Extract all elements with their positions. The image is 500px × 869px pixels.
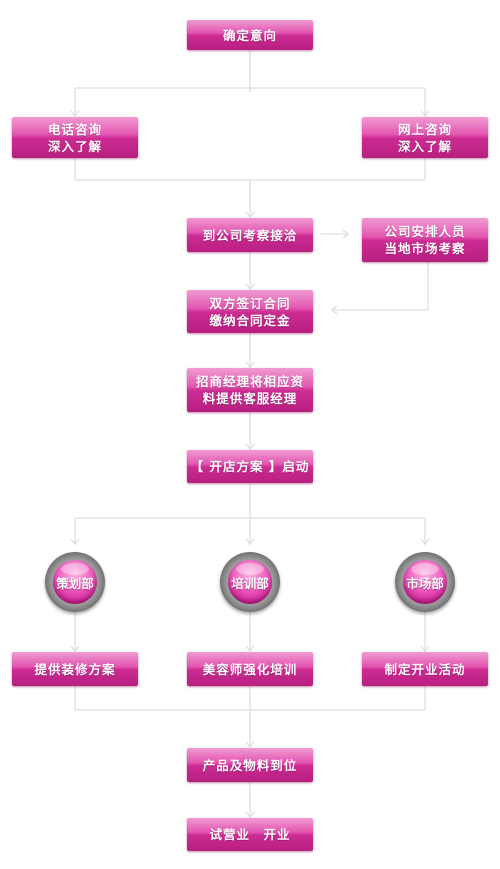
- node-line: 招商经理将相应资: [195, 374, 304, 389]
- node-visit-company: 到公司考察接洽: [187, 218, 313, 252]
- node-line: 美容师强化培训: [202, 661, 298, 677]
- node-line: 制定开业活动: [384, 661, 466, 677]
- planning-dept-ball: 策划部: [45, 552, 105, 612]
- node-line: 到公司考察接洽: [202, 227, 298, 243]
- node-trial-opening: 试营业 开业: [187, 818, 313, 851]
- node-line: 料提供客服经理: [202, 391, 298, 406]
- node-line: 当地市场考察: [384, 241, 466, 256]
- node-line: 网上咨询: [397, 121, 452, 137]
- ball-highlight: [61, 563, 89, 575]
- node-sign-contract: 双方签订合同 缴纳合同定金: [187, 290, 313, 333]
- node-line: 电话咨询: [47, 121, 102, 137]
- node-opening-activity: 制定开业活动: [362, 652, 488, 686]
- marketing-dept-label: 市场部: [403, 560, 447, 604]
- training-dept-ball: 培训部: [220, 552, 280, 612]
- planning-dept-label: 策划部: [53, 560, 97, 604]
- ball-highlight: [411, 563, 439, 575]
- node-line: 提供装修方案: [34, 661, 116, 677]
- node-store-plan-start: 【 开店方案 】启动: [187, 450, 313, 483]
- node-products-materials: 产品及物料到位: [187, 748, 313, 782]
- node-line: 双方签订合同: [209, 295, 291, 311]
- node-line: 公司安排人员: [384, 224, 466, 239]
- node-line: 缴纳合同定金: [209, 312, 291, 328]
- node-line: 试营业 开业: [209, 827, 291, 842]
- node-line: 深入了解: [47, 138, 102, 154]
- node-line: 【 开店方案 】启动: [190, 459, 310, 474]
- node-online-consult: 网上咨询 深入了解: [362, 117, 488, 158]
- ball-highlight: [236, 563, 264, 575]
- node-beautician-training: 美容师强化培训: [187, 652, 313, 686]
- node-line: 产品及物料到位: [202, 757, 298, 773]
- node-confirm-intent: 确定意向: [187, 20, 313, 50]
- node-line: 确定意向: [222, 27, 277, 43]
- node-line: 深入了解: [397, 138, 452, 154]
- node-manager-materials: 招商经理将相应资 料提供客服经理: [187, 368, 313, 412]
- training-dept-label: 培训部: [228, 560, 272, 604]
- node-decoration-plan: 提供装修方案: [12, 652, 138, 686]
- node-phone-consult: 电话咨询 深入了解: [12, 117, 138, 158]
- marketing-dept-ball: 市场部: [395, 552, 455, 612]
- node-company-arranges: 公司安排人员 当地市场考察: [362, 218, 488, 262]
